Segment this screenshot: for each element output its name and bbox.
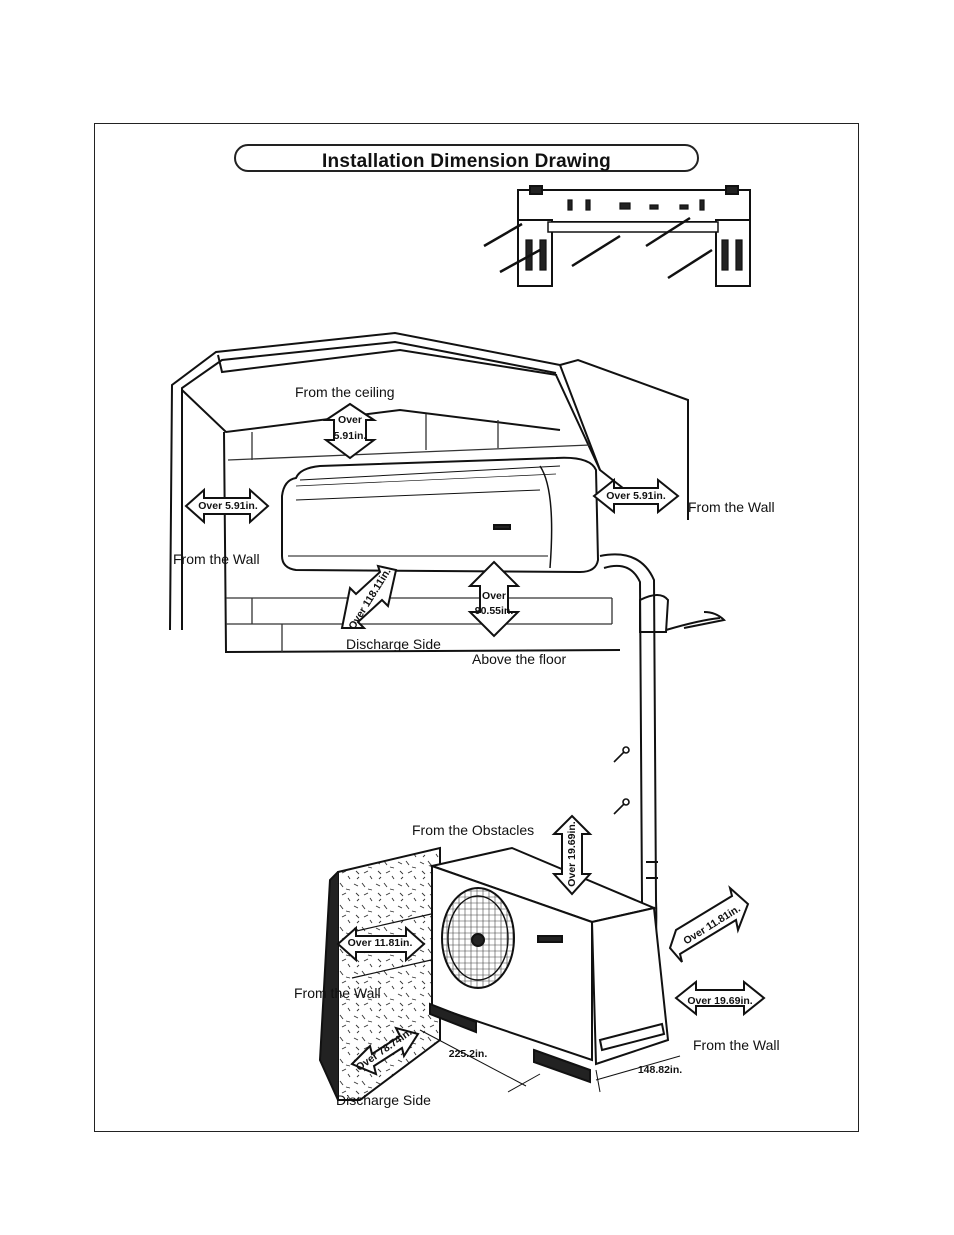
page-frame: [94, 123, 859, 1132]
label-discharge-side: Discharge Side: [346, 636, 441, 652]
depth-dimension-value: 148.82in.: [637, 1064, 683, 1076]
label-from-wall-right: From the Wall: [688, 499, 775, 515]
title-banner: [234, 144, 699, 172]
dimension-lines: [419, 1029, 681, 1093]
page-title: Installation Dimension Drawing: [322, 151, 611, 172]
screw-icon: [483, 216, 713, 280]
label-outdoor-from-wall-left: From the Wall: [294, 985, 381, 1001]
label-outdoor-discharge-side: Discharge Side: [336, 1092, 431, 1108]
outdoor-right-clearance-value: Over 19.69in.: [687, 995, 753, 1007]
mounting-plate: [517, 185, 751, 287]
top-clearance-value: Over 19.69in.: [566, 821, 578, 887]
label-above-floor: Above the floor: [472, 651, 567, 667]
brick-lines: [226, 414, 613, 652]
clearance-arrow: [184, 402, 766, 1076]
label-from-obstacles: From the Obstacles: [412, 822, 535, 838]
outdoor-unit: [428, 846, 670, 1084]
ceiling-over-text: Over: [338, 414, 362, 426]
floor-clearance-value: 90.55in.: [474, 605, 514, 617]
label-outdoor-from-wall-right: From the Wall: [693, 1037, 780, 1053]
floor-over-text: Over: [482, 590, 506, 602]
outdoor-left-clearance-value: Over 11.81in.: [347, 937, 413, 949]
ceiling-clearance-value: 5.91in.: [333, 430, 367, 442]
width-dimension-value: 225.2in.: [448, 1048, 488, 1060]
screw-icon: [613, 746, 630, 815]
label-from-wall-left: From the Wall: [173, 551, 260, 567]
room-walls: [169, 331, 689, 654]
label-from-ceiling: From the ceiling: [295, 384, 395, 400]
indoor-unit: [281, 456, 600, 574]
left-wall-clearance-value: Over 5.91in.: [198, 500, 258, 512]
right-wall-clearance-value: Over 5.91in.: [606, 490, 666, 502]
